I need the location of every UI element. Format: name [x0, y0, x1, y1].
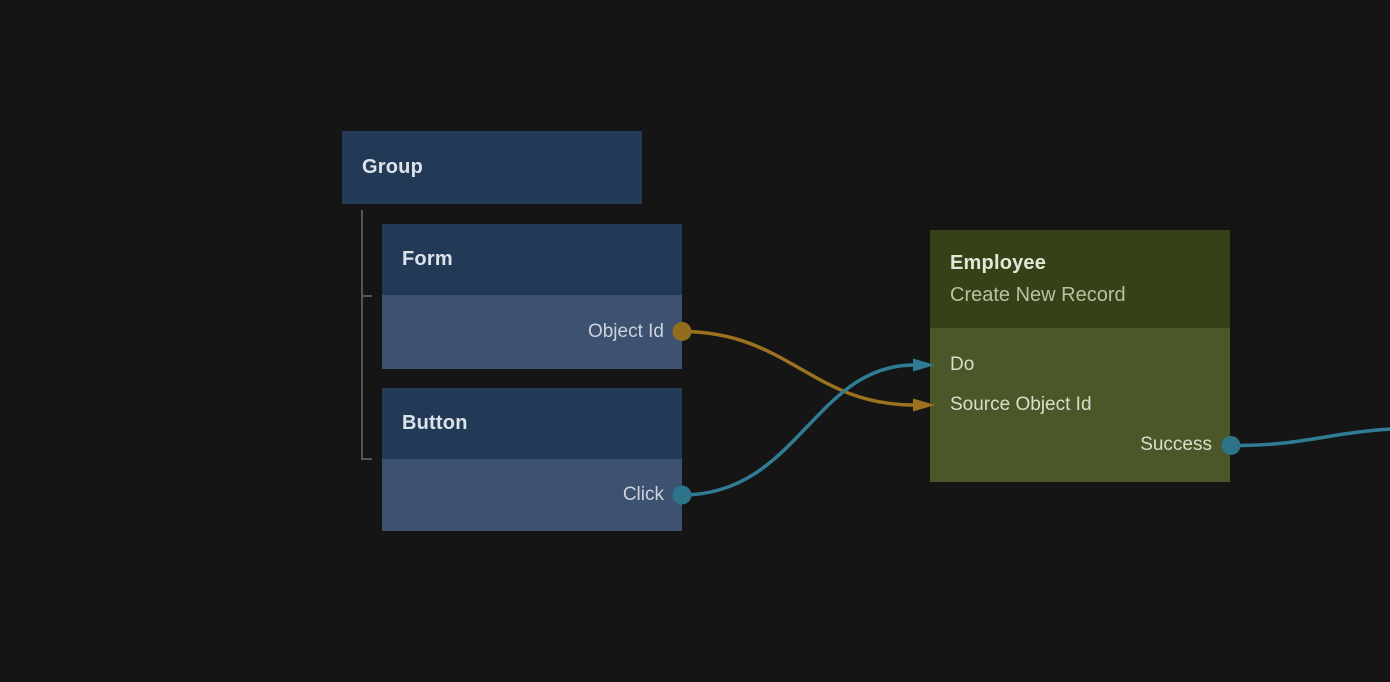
port-row-success: Success	[930, 425, 1230, 465]
node-form-header[interactable]: Form	[382, 224, 682, 295]
edge-success-outgoing[interactable]	[1239, 427, 1390, 448]
port-row-source-object-id: Source Object Id	[930, 385, 1230, 425]
node-button-title: Button	[402, 412, 468, 434]
node-button-header[interactable]: Button	[382, 388, 682, 459]
node-form-title: Form	[402, 248, 453, 270]
node-employee-subtitle: Create New Record	[950, 283, 1126, 306]
edge-click-to-do[interactable]	[681, 363, 915, 497]
port-row-click: Click	[382, 459, 682, 531]
node-employee-body: Do Source Object Id Success	[930, 328, 1230, 482]
node-employee[interactable]: Employee Create New Record Do Source Obj…	[930, 230, 1230, 482]
port-do-label: Do	[950, 354, 975, 375]
node-button[interactable]: Button Click	[382, 388, 682, 531]
edge-objectid-to-sourceobjectid[interactable]	[681, 329, 915, 407]
node-form[interactable]: Form Object Id	[382, 224, 682, 369]
node-form-body: Object Id	[382, 295, 682, 369]
port-source-object-id-label: Source Object Id	[950, 394, 1092, 415]
node-group-header[interactable]: Group	[342, 131, 642, 204]
group-children-connector	[361, 210, 372, 460]
node-group-title: Group	[362, 156, 423, 178]
port-row-object-id: Object Id	[382, 295, 682, 369]
port-success-label: Success	[1140, 434, 1212, 455]
port-click-label: Click	[622, 484, 664, 505]
port-object-id-label: Object Id	[587, 321, 664, 342]
port-row-do: Do	[930, 345, 1230, 385]
node-button-body: Click	[382, 459, 682, 531]
node-employee-header[interactable]: Employee Create New Record	[930, 230, 1230, 328]
node-group[interactable]: Group	[342, 131, 642, 204]
node-employee-title: Employee	[950, 251, 1047, 274]
